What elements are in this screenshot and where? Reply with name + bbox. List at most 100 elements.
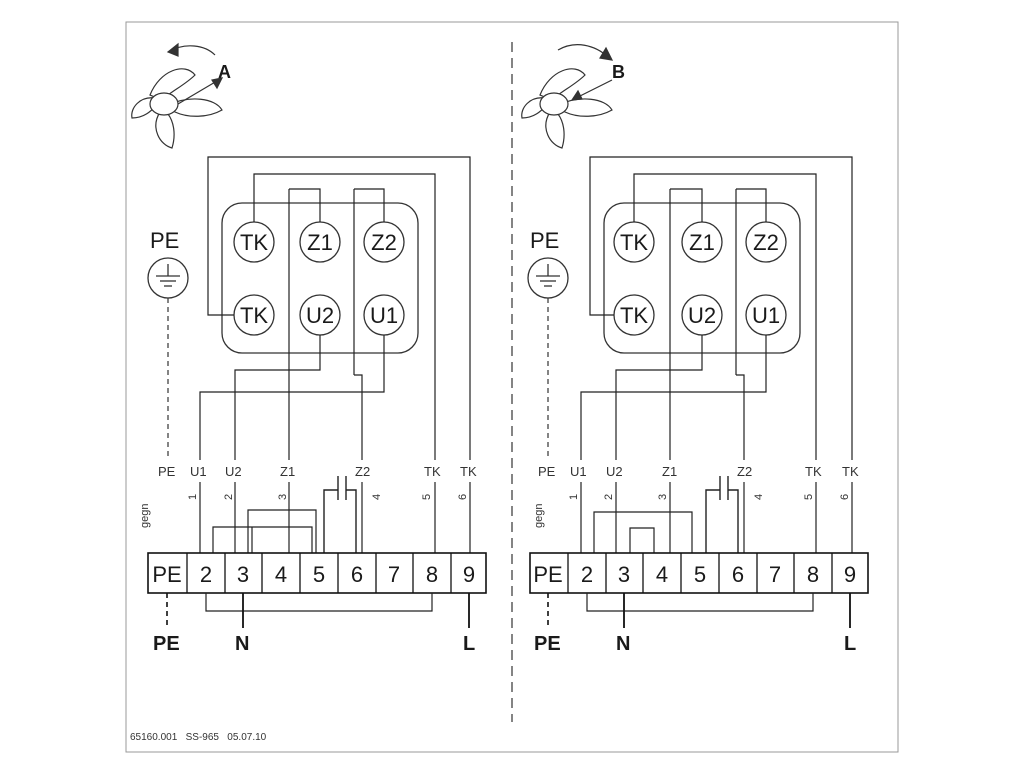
svg-text:4: 4 <box>371 494 383 500</box>
svg-text:3: 3 <box>618 562 630 587</box>
svg-text:8: 8 <box>807 562 819 587</box>
svg-text:4: 4 <box>753 494 765 500</box>
svg-text:2: 2 <box>200 562 212 587</box>
pe-label: PE <box>150 228 179 253</box>
box-terminal-tk-bottom: TK <box>240 303 268 328</box>
svg-text:Z2: Z2 <box>737 464 752 479</box>
svg-text:1: 1 <box>568 494 580 500</box>
supply-n: N <box>235 633 249 655</box>
box-terminal-z1: Z1 <box>307 230 333 255</box>
box-terminal-z1: Z1 <box>689 230 715 255</box>
svg-text:6: 6 <box>351 562 363 587</box>
box-bottom-row: TK U2 U1 <box>233 294 405 336</box>
supply-pe: PE <box>534 633 561 655</box>
wire-numbers: 1 2 3 4 5 6 gegn <box>139 494 469 528</box>
terminal-dividers <box>186 553 452 593</box>
rotation-label: B <box>612 62 625 82</box>
box-top-row: TK Z1 Z2 <box>613 221 787 263</box>
svg-text:5: 5 <box>694 562 706 587</box>
terminal-dividers <box>567 553 833 593</box>
svg-text:6: 6 <box>457 494 469 500</box>
supply-n: N <box>616 633 630 655</box>
fan-rotation-icon <box>131 42 224 149</box>
svg-text:TK: TK <box>842 464 859 479</box>
box-terminal-tk-top: TK <box>620 230 648 255</box>
svg-text:5: 5 <box>421 494 433 500</box>
svg-text:Z2: Z2 <box>355 464 370 479</box>
svg-text:PE: PE <box>538 464 556 479</box>
svg-text:U2: U2 <box>225 464 242 479</box>
svg-text:TK: TK <box>424 464 441 479</box>
svg-text:4: 4 <box>275 562 287 587</box>
svg-text:TK: TK <box>460 464 477 479</box>
box-terminal-u2: U2 <box>306 303 334 328</box>
box-terminal-z2: Z2 <box>371 230 397 255</box>
svg-text:Z1: Z1 <box>280 464 295 479</box>
earth-icon <box>527 257 569 299</box>
bridge-2-5 <box>212 526 313 553</box>
svg-text:5: 5 <box>313 562 325 587</box>
svg-text:2: 2 <box>581 562 593 587</box>
svg-text:3: 3 <box>277 494 289 500</box>
svg-text:8: 8 <box>426 562 438 587</box>
wire-z2 <box>354 374 363 460</box>
terminal-numbers: PE 2 3 4 5 6 7 8 9 <box>533 562 856 587</box>
wire-tk2 <box>207 156 471 460</box>
capacitor-icon <box>705 476 739 553</box>
box-terminal-tk-bottom: TK <box>620 303 648 328</box>
svg-text:U1: U1 <box>190 464 207 479</box>
wire-labels: PE U1 U2 Z1 Z2 TK TK <box>158 464 477 479</box>
box-bottom-row: TK U2 U1 <box>613 294 787 336</box>
terminal-numbers: PE 2 3 4 5 6 7 8 9 <box>152 562 475 587</box>
wire-tk1 <box>633 173 817 460</box>
box-terminal-u1: U1 <box>752 303 780 328</box>
svg-text:2: 2 <box>603 494 615 500</box>
wire-u2 <box>615 335 703 460</box>
box-terminal-z2: Z2 <box>753 230 779 255</box>
svg-text:2: 2 <box>223 494 235 500</box>
box-terminal-tk-top: TK <box>240 230 268 255</box>
bridge-2-5 <box>593 511 693 553</box>
svg-text:3: 3 <box>657 494 669 500</box>
box-terminal-u2: U2 <box>688 303 716 328</box>
gegn-label: gegn <box>139 504 151 528</box>
wire-tk1 <box>253 173 436 460</box>
wire-labels: PE U1 U2 Z1 Z2 TK TK <box>538 464 859 479</box>
pe-label: PE <box>530 228 559 253</box>
svg-text:9: 9 <box>844 562 856 587</box>
svg-text:3: 3 <box>237 562 249 587</box>
earth-icon <box>147 257 189 299</box>
supply-l: L <box>463 633 475 655</box>
svg-text:7: 7 <box>769 562 781 587</box>
rotation-label: A <box>218 62 231 82</box>
bridge-3-4 <box>629 527 655 553</box>
wire-u1 <box>199 335 385 460</box>
panel-right: B PE TK Z1 Z2 TK U2 U1 <box>521 44 869 655</box>
svg-text:U1: U1 <box>570 464 587 479</box>
svg-text:1: 1 <box>187 494 199 500</box>
wire-u1 <box>580 335 767 460</box>
svg-text:Z1: Z1 <box>662 464 677 479</box>
svg-text:7: 7 <box>388 562 400 587</box>
svg-text:PE: PE <box>152 562 181 587</box>
svg-text:6: 6 <box>839 494 851 500</box>
page-frame <box>125 21 899 753</box>
footer-code: 65160.001 SS-965 05.07.10 <box>130 732 267 743</box>
gegn-label: gegn <box>533 504 545 528</box>
svg-text:U2: U2 <box>606 464 623 479</box>
bridge-2-8 <box>586 593 814 612</box>
svg-text:PE: PE <box>533 562 562 587</box>
bridge-2-8 <box>205 593 433 612</box>
svg-text:PE: PE <box>158 464 176 479</box>
svg-text:9: 9 <box>463 562 475 587</box>
wire-u2 <box>234 335 321 460</box>
panel-left: A PE TK Z1 Z2 TK U2 <box>131 42 487 655</box>
wire-z2 <box>736 374 745 460</box>
svg-text:TK: TK <box>805 464 822 479</box>
terminal-block <box>147 552 487 594</box>
supply-pe: PE <box>153 633 180 655</box>
supply-l: L <box>844 633 856 655</box>
fan-rotation-icon <box>521 44 614 149</box>
